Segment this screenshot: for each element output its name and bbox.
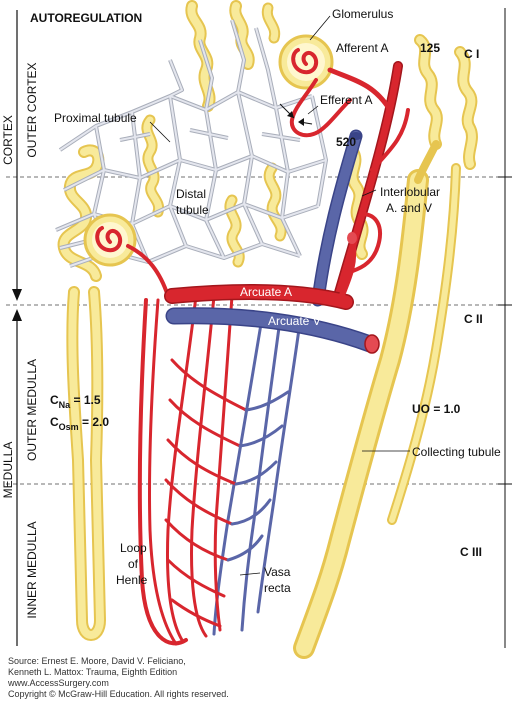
medulla-label: MEDULLA bbox=[1, 442, 15, 499]
arcuate-vein bbox=[165, 307, 380, 354]
inner-medulla-label: INNER MEDULLA bbox=[25, 521, 39, 618]
glomerulus-label: Glomerulus bbox=[332, 7, 393, 21]
zone-c3-label: C III bbox=[460, 545, 482, 559]
source-line-3: www.AccessSurgery.com bbox=[7, 678, 109, 688]
cna-subscript: Na bbox=[59, 400, 71, 410]
efferent-arrows bbox=[279, 103, 313, 126]
zone-c2-label: C II bbox=[464, 312, 483, 326]
cna-symbol: C bbox=[50, 393, 59, 407]
outer-cortex-label: OUTER CORTEX bbox=[25, 62, 39, 157]
diagram-title: AUTOREGULATION bbox=[30, 11, 142, 25]
interlobular-label-line1: Interlobular bbox=[380, 185, 440, 199]
efferent-label: Efferent A bbox=[320, 93, 372, 107]
uo-value: UO = 1.0 bbox=[412, 402, 461, 416]
distal-label-line2: tubule bbox=[176, 203, 209, 217]
capillary-network bbox=[55, 19, 328, 268]
loop-label-line1: Loop bbox=[120, 541, 147, 555]
glomerulus-lower bbox=[83, 213, 137, 267]
distal-label-line1: Distal bbox=[176, 187, 206, 201]
cosm-number: = 2.0 bbox=[79, 415, 110, 429]
arcuate-artery bbox=[164, 232, 357, 310]
cosm-value: COsm = 2.0 bbox=[50, 415, 109, 432]
cosm-subscript: Osm bbox=[59, 422, 79, 432]
vasa-recta bbox=[137, 294, 302, 646]
interlobular-label-line2: A. and V bbox=[386, 201, 432, 215]
outer-medulla-label: OUTER MEDULLA bbox=[25, 359, 39, 461]
cna-number: = 1.5 bbox=[70, 393, 101, 407]
nephron-tubules bbox=[57, 0, 478, 659]
source-line-4: Copyright © McGraw-Hill Education. All r… bbox=[8, 689, 229, 699]
afferent-value-125: 125 bbox=[420, 41, 440, 55]
vasa-label-line2: recta bbox=[264, 581, 291, 595]
leader-lines bbox=[149, 15, 410, 576]
efferent-value-520: 520 bbox=[336, 135, 356, 149]
cosm-symbol: C bbox=[50, 415, 59, 429]
vasa-label-line1: Vasa bbox=[264, 565, 291, 579]
arcuate-vein-label: Arcuate V bbox=[268, 314, 321, 328]
left-axis-arrows bbox=[12, 10, 22, 646]
loop-label-line3: Henle bbox=[116, 573, 148, 587]
source-line-1: Source: Ernest E. Moore, David V. Felici… bbox=[8, 656, 186, 666]
loop-label-line2: of bbox=[128, 557, 139, 571]
arcuate-artery-label: Arcuate A bbox=[240, 285, 292, 299]
zone-c1-label: C I bbox=[464, 47, 479, 61]
cortex-label: CORTEX bbox=[1, 115, 15, 165]
collecting-tubule-label: Collecting tubule bbox=[412, 445, 501, 459]
proximal-tubule-label: Proximal tubule bbox=[54, 111, 137, 125]
vein-cut-end bbox=[350, 132, 362, 140]
cna-value: CNa = 1.5 bbox=[50, 393, 101, 410]
interlobular-vein bbox=[311, 129, 363, 307]
afferent-arteries bbox=[126, 61, 410, 301]
afferent-label: Afferent A bbox=[336, 41, 388, 55]
source-line-2: Kenneth L. Mattox: Trauma, Eighth Editio… bbox=[8, 667, 177, 677]
glomerulus-upper bbox=[278, 34, 334, 90]
